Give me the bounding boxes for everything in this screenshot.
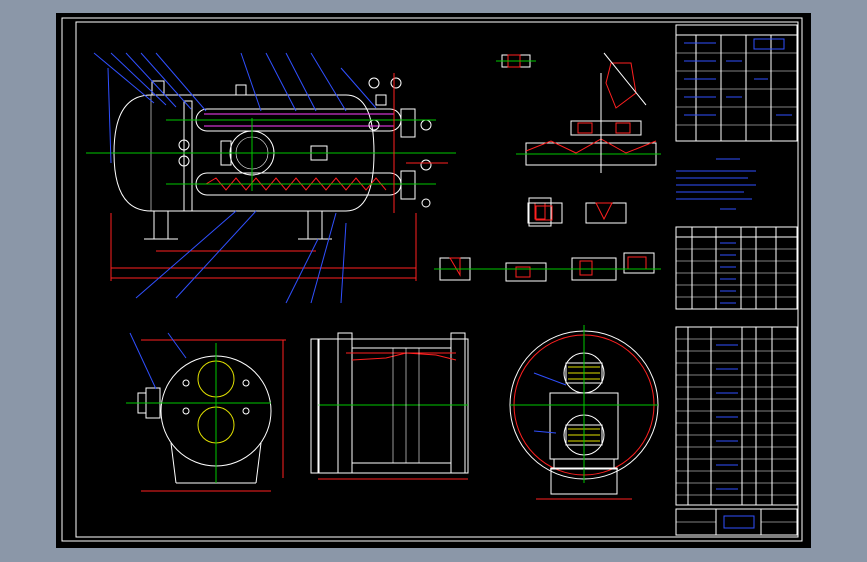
parts-list-table[interactable] [675, 326, 798, 506]
saddle-left [153, 210, 169, 240]
main-elevation-view[interactable] [86, 52, 456, 304]
support-frame [317, 338, 469, 474]
cross-section-view[interactable] [509, 325, 659, 500]
drawing-viewport[interactable] [56, 13, 811, 548]
title-block[interactable] [675, 508, 798, 536]
drawing-sheet [61, 17, 803, 542]
inner-border [75, 21, 799, 538]
outer-border [61, 17, 803, 542]
weld-detail-views[interactable] [434, 52, 661, 282]
nozzle-schedule-table[interactable] [675, 226, 798, 310]
tube-support-plan[interactable] [310, 332, 469, 480]
technical-characteristics-table[interactable] [675, 24, 798, 142]
left-end-view[interactable] [126, 332, 286, 492]
saddle-right [307, 210, 323, 240]
technical-requirements-notes[interactable] [676, 158, 756, 210]
